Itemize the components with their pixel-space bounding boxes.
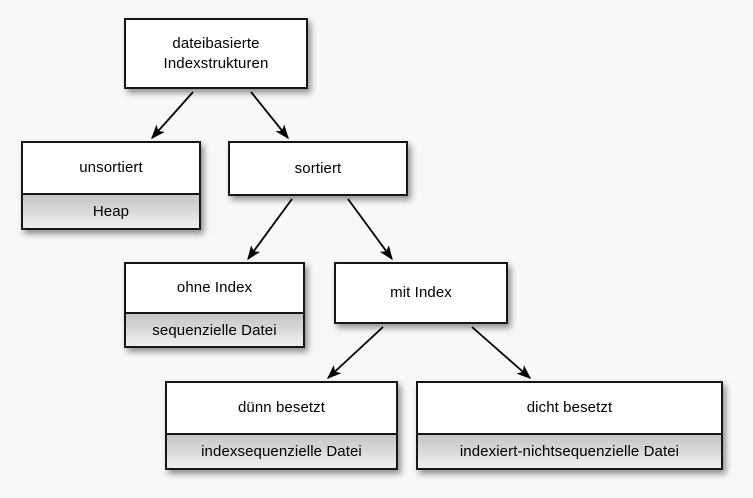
node-sortiert-title: sortiert (230, 143, 406, 194)
node-ohne-index-title: ohne Index (126, 264, 303, 312)
node-unsortiert-title: unsortiert (23, 143, 199, 193)
edge-sortiert-to-mit-index (347, 198, 393, 261)
node-dicht-besetzt-title: dicht besetzt (418, 383, 721, 433)
edge-mit-index-to-duenn (326, 326, 384, 379)
edge-root-to-sortiert (250, 91, 289, 140)
node-root: dateibasierte Indexstrukturen (124, 18, 308, 89)
node-ohne-index-subtitle: sequenzielle Datei (126, 312, 303, 346)
node-root-title: dateibasierte Indexstrukturen (126, 20, 306, 87)
node-sortiert: sortiert (228, 141, 408, 196)
node-mit-index: mit Index (334, 262, 508, 324)
edge-mit-index-to-dicht (471, 326, 532, 379)
node-unsortiert-subtitle: Heap (23, 193, 199, 228)
node-duenn-besetzt-title: dünn besetzt (167, 383, 396, 433)
node-dicht-besetzt-subtitle: indexiert-nichtsequenzielle Datei (418, 433, 721, 468)
edge-sortiert-to-ohne-index (247, 198, 293, 261)
node-mit-index-title: mit Index (336, 264, 506, 322)
node-duenn-besetzt-subtitle: indexsequenzielle Datei (167, 433, 396, 468)
edge-root-to-unsortiert (151, 91, 194, 140)
